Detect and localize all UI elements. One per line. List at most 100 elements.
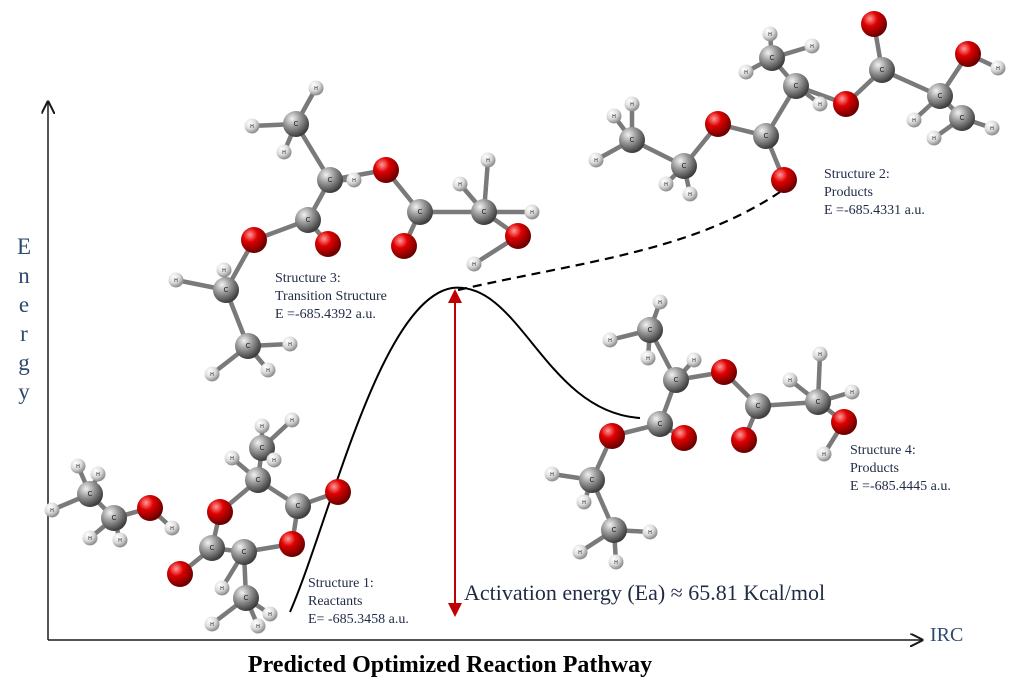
structure-2-name: Structure 2: [824,167,890,182]
carbon-atom-label: C [648,326,653,334]
carbon-atom-label: C [242,548,247,556]
carbon-atom [869,57,895,83]
hydrogen-atom [602,332,618,348]
carbon-atom-label: C [306,216,311,224]
hydrogen-atom [260,362,276,378]
hydrogen-atom [906,112,922,128]
hydrogen-atom [984,120,1000,136]
structure-3-energy: E =-685.4392 a.u. [275,307,376,322]
y-axis-label: E n e r g y [16,234,32,404]
hydrogen-atom-label: H [76,464,80,470]
carbon-atom-label: C [960,114,965,122]
hydrogen-atom-label: H [990,126,994,132]
hydrogen-atom-label: H [932,136,936,142]
hydrogen-atom [640,350,656,366]
hydrogen-atom [82,530,98,546]
hydrogen-atom-label: H [250,124,254,130]
hydrogen-atom-label: H [768,32,772,38]
hydrogen-atom [804,38,820,54]
hydrogen-atom-label: H [818,352,822,358]
hydrogen-atom-label: H [630,102,634,108]
oxygen-atom [599,423,625,449]
hydrogen-atom [782,372,798,388]
hydrogen-atom [244,118,260,134]
carbon-atom [235,333,261,359]
hydrogen-atom-label: H [174,278,178,284]
carbon-atom-label: C [328,176,333,184]
carbon-atom [637,317,663,343]
hydrogen-atom [262,606,278,622]
structure-3-name: Structure 3: [275,271,341,286]
structure-3-label: Structure 3: Transition Structure E =-68… [275,270,387,324]
hydrogen-atom [606,108,622,124]
carbon-atom [579,467,605,493]
hydrogen-atom [254,418,270,434]
hydrogen-atom-label: H [486,158,490,164]
hydrogen-atom-label: H [230,456,234,462]
carbon-atom [245,467,271,493]
oxygen-atom [505,223,531,249]
hydrogen-atom-label: H [272,458,276,464]
hydrogen-atom-label: H [288,342,292,348]
carbon-atom-label: C [938,92,943,100]
hydrogen-atom-label: H [646,356,650,362]
hydrogen-atom [204,366,220,382]
oxygen-atom [705,111,731,137]
carbon-atom [295,207,321,233]
hydrogen-atom-label: H [810,44,814,50]
structure-4-type: Products [850,461,899,476]
carbon-atom-label: C [256,476,261,484]
carbon-atom-label: C [224,286,229,294]
oxygen-atom [771,167,797,193]
product-4-molecule-bonds [549,299,855,565]
hydrogen-atom [164,520,180,536]
carbon-atom [663,367,689,393]
hydrogen-atom [762,26,778,42]
structure-4-label: Structure 4: Products E =-685.4445 a.u. [850,442,951,496]
transition-structure-molecule-bonds [173,85,535,377]
carbon-atom [213,277,239,303]
hydrogen-atom-label: H [822,452,826,458]
carbon-atom-label: C [658,420,663,428]
hydrogen-atom-label: H [612,114,616,120]
carbon-atom-label: C [816,398,821,406]
carbon-atom [759,45,785,71]
oxygen-atom [373,157,399,183]
carbon-atom [927,83,953,109]
hydrogen-atom [308,80,324,96]
hydrogen-atom-label: H [658,300,662,306]
oxygen-atom [137,495,163,521]
hydrogen-atom-label: H [688,192,692,198]
hydrogen-atom-label: H [458,182,462,188]
structure-1-label: Structure 1: Reactants E= -685.3458 a.u. [308,575,409,629]
hydrogen-atom-label: H [530,210,534,216]
hydrogen-atom-label: H [472,262,476,268]
carbon-atom [233,585,259,611]
carbon-atom-label: C [682,162,687,170]
carbon-atom [745,393,771,419]
hydrogen-atom [204,616,220,632]
hydrogen-atom [624,96,640,112]
carbon-atom [783,73,809,99]
hydrogen-atom-label: H [648,530,652,536]
reaction-path-dashed [457,191,781,292]
structure-3-type: Transition Structure [275,289,387,304]
hydrogen-atom [346,172,362,188]
hydrogen-atom [816,446,832,462]
hydrogen-atom-label: H [220,586,224,592]
carbon-atom-label: C [630,136,635,144]
hydrogen-atom [682,186,698,202]
activation-energy-label: Activation energy (Ea) ≈ 65.81 Kcal/mol [464,580,826,605]
structure-1-type: Reactants [308,594,363,609]
carbon-atom [647,411,673,437]
hydrogen-atom-label: H [608,338,612,344]
hydrogen-atom [844,384,860,400]
oxygen-atom [731,427,757,453]
carbon-atom-label: C [764,132,769,140]
carbon-atom-label: C [210,544,215,552]
hydrogen-atom-label: H [550,472,554,478]
hydrogen-atom [524,204,540,220]
hydrogen-atom-label: H [210,622,214,628]
